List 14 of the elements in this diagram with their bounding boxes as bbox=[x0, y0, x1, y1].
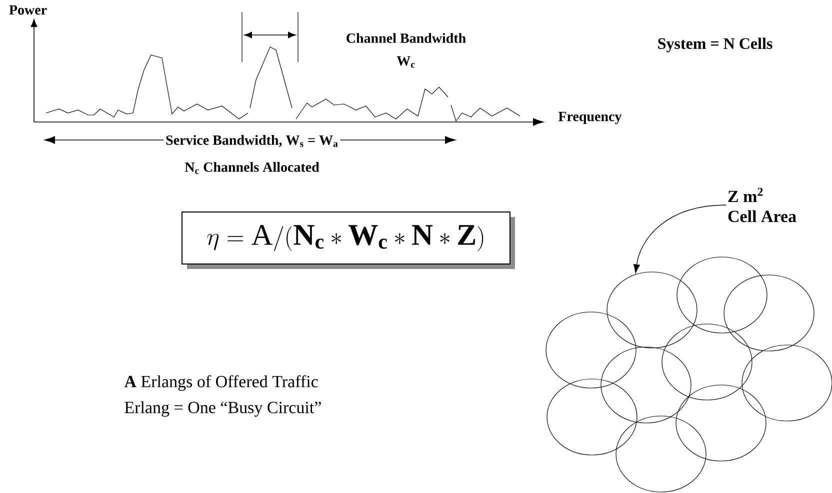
caption-text: Z m$^{2}$ bbox=[728, 188, 763, 202]
dimension-label: W$_{c}$ bbox=[396, 56, 415, 68]
dimension-label: Service Bandwidth, W$_{s}$ = W$_{a}$ bbox=[164, 133, 340, 149]
caption-text: Cell Area bbox=[728, 210, 796, 222]
formula-box: $\eta = \mathrm{A}/(\mathbf{N_c}*\mathbf{W_c}*\mathbf{N}*\mathbf{Z})$ bbox=[182, 212, 515, 269]
axis-label: Frequency bbox=[558, 112, 622, 124]
dimension-label: Channel Bandwidth bbox=[346, 33, 466, 43]
axis-label: Power bbox=[9, 5, 47, 15]
title-text: System = N Cells bbox=[658, 38, 772, 52]
cell-circle bbox=[606, 272, 698, 348]
dimension-label: N$_{c}$ Channels Allocated bbox=[184, 162, 320, 174]
note-text: A Erlangs of Offered Traffic bbox=[124, 375, 318, 391]
leader-line bbox=[633, 204, 727, 274]
note-text: Erlang = One “Busy Circuit” bbox=[124, 401, 321, 417]
